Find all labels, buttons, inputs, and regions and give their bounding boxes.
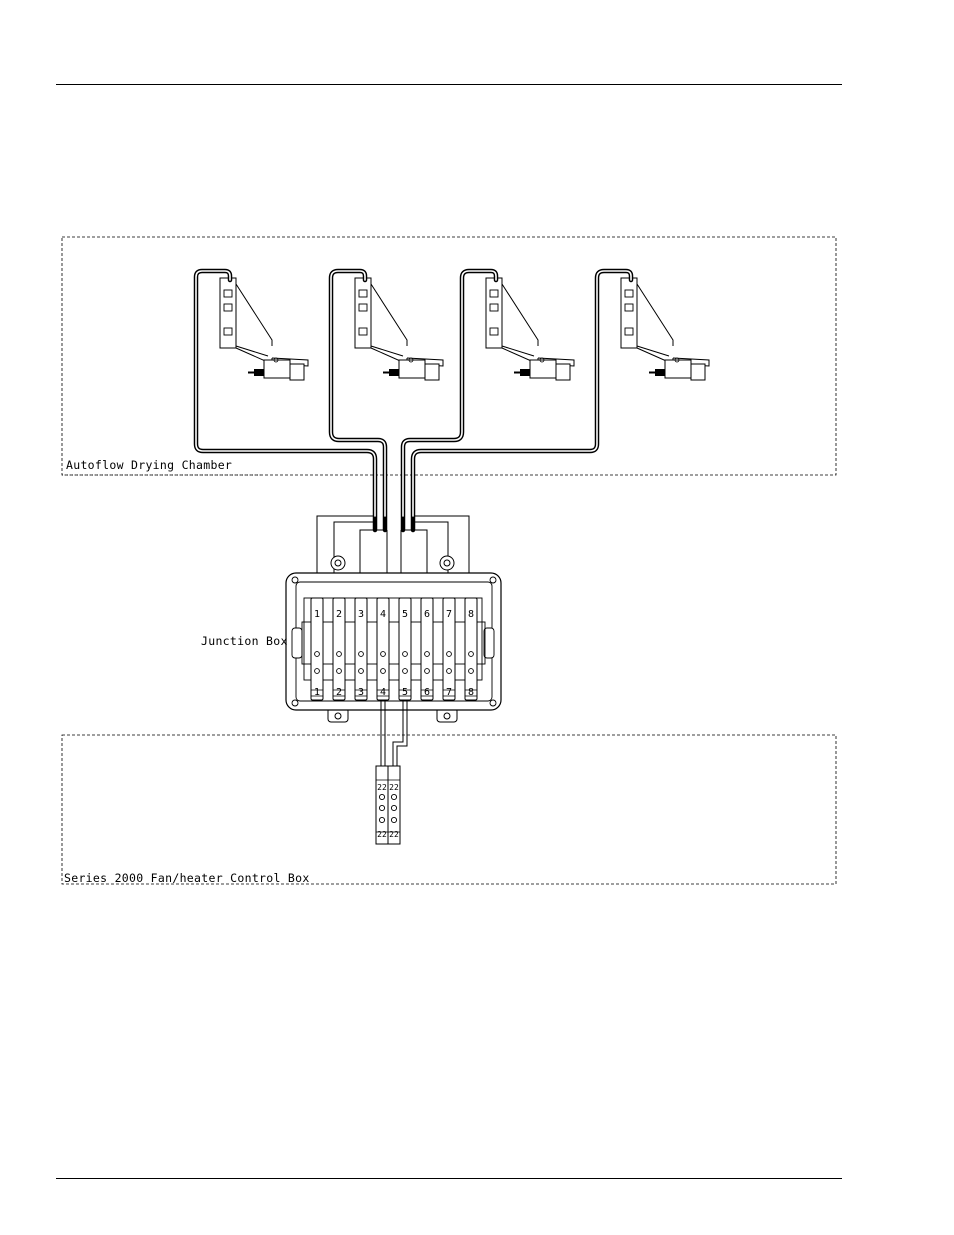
terminal-bottom-7: 7 [446, 687, 452, 698]
terminal-top-8: 8 [468, 609, 474, 620]
terminal-bottom-6: 6 [424, 687, 430, 698]
junction-box-label: Junction Box [201, 634, 288, 648]
terminal-top-6: 6 [424, 609, 430, 620]
terminal-top-5: 5 [402, 609, 408, 620]
terminal-top-4: 4 [380, 609, 386, 620]
sensor-3 [486, 278, 574, 380]
sensor-2 [355, 278, 443, 380]
terminal-bottom-3: 3 [358, 687, 364, 698]
terminal-top-7: 7 [446, 609, 452, 620]
sensor-4 [621, 278, 709, 380]
chamber-label: Autoflow Drying Chamber [66, 458, 232, 472]
terminal-top-1: 1 [314, 609, 320, 620]
terminal-bottom-4: 4 [380, 687, 386, 698]
control-terminals: 22 22 22 22 [376, 766, 400, 844]
control-box-boundary [62, 735, 836, 884]
control-terminal-bottom-left: 22 [377, 830, 387, 839]
control-terminal-top-right: 22 [389, 783, 399, 792]
terminal-bottom-2: 2 [336, 687, 342, 698]
control-terminal-top-left: 22 [377, 783, 387, 792]
terminal-top-3: 3 [358, 609, 364, 620]
control-terminal-bottom-right: 22 [389, 830, 399, 839]
terminal-top-2: 2 [336, 609, 342, 620]
terminal-bottom-8: 8 [468, 687, 474, 698]
terminal-bottom-1: 1 [314, 687, 320, 698]
sensor-1 [220, 278, 308, 380]
control-box-label: Series 2000 Fan/heater Control Box [64, 871, 310, 885]
terminal-bottom-5: 5 [402, 687, 408, 698]
